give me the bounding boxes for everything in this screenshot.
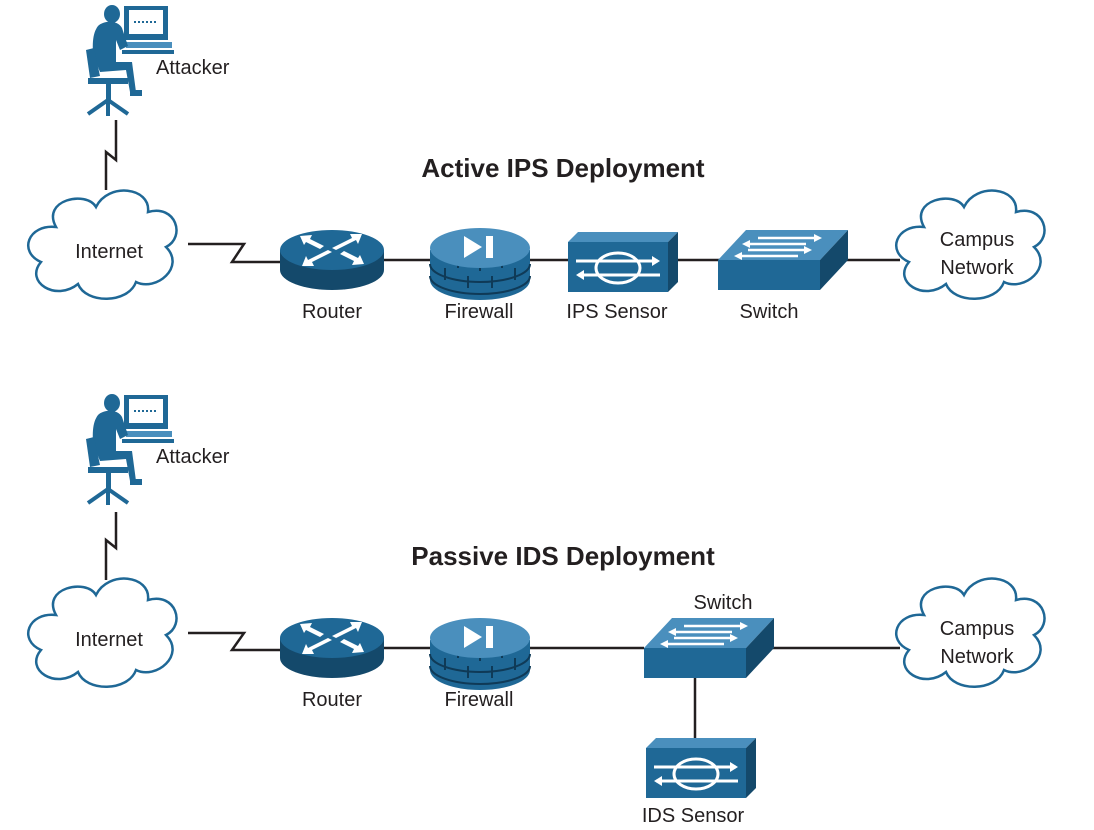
router-label: Router bbox=[302, 689, 362, 711]
router-icon bbox=[280, 618, 384, 678]
attacker-label: Attacker bbox=[156, 446, 230, 468]
ips-sensor-label: IPS Sensor bbox=[566, 301, 668, 323]
active-ips-section: Attacker Active IPS Deployment Internet … bbox=[27, 3, 1046, 323]
ids-sensor-icon bbox=[644, 736, 758, 800]
firewall-label: Firewall bbox=[445, 301, 514, 323]
attacker-label: Attacker bbox=[156, 57, 230, 79]
switch-label: Switch bbox=[694, 592, 753, 614]
firewall-icon bbox=[429, 617, 531, 691]
campus-label-line1: Campus bbox=[940, 618, 1014, 640]
ids-sensor-label: IDS Sensor bbox=[642, 805, 745, 827]
section-title: Passive IDS Deployment bbox=[411, 541, 715, 571]
router-label: Router bbox=[302, 301, 362, 323]
router-icon bbox=[280, 230, 384, 290]
switch-label: Switch bbox=[740, 301, 799, 323]
firewall-label: Firewall bbox=[445, 689, 514, 711]
firewall-icon bbox=[429, 227, 531, 301]
passive-ids-section: Attacker Passive IDS Deployment Internet… bbox=[27, 392, 1046, 827]
campus-label-line1: Campus bbox=[940, 229, 1014, 251]
switch-icon bbox=[716, 228, 850, 292]
ips-sensor-icon bbox=[566, 230, 680, 294]
passive-links bbox=[104, 512, 900, 740]
campus-label-line2: Network bbox=[940, 646, 1014, 668]
switch-icon bbox=[642, 616, 776, 680]
campus-label-line2: Network bbox=[940, 257, 1014, 279]
internet-label: Internet bbox=[75, 629, 143, 651]
active-links bbox=[104, 120, 900, 264]
section-title: Active IPS Deployment bbox=[421, 153, 705, 183]
internet-label: Internet bbox=[75, 241, 143, 263]
